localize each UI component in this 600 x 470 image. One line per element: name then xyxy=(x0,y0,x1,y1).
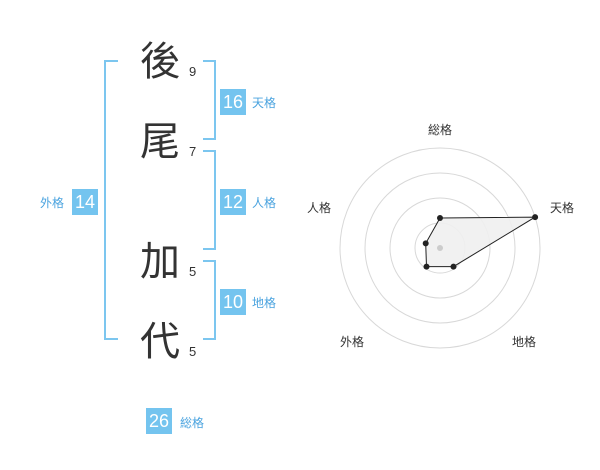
name-char-1: 後 xyxy=(140,39,180,85)
radar-ring xyxy=(389,197,491,299)
chikaku-label: 地格 xyxy=(252,296,277,310)
jinkaku-label: 人格 xyxy=(252,196,277,210)
stroke-count-4: 5 xyxy=(189,344,197,359)
radar-center xyxy=(437,245,443,251)
radar-rings xyxy=(339,147,541,349)
axis-label-soukaku: 総格 xyxy=(428,122,452,137)
name-char-4: 代 xyxy=(140,319,180,365)
tenkaku-bracket xyxy=(203,60,216,140)
jinkaku-value: 12 xyxy=(220,189,246,215)
name-char-2: 尾 xyxy=(140,119,180,165)
soukaku-value: 26 xyxy=(146,408,172,434)
tenkaku-label: 天格 xyxy=(252,96,277,110)
axis-label-gaikaku: 外格 xyxy=(340,334,364,349)
radar-point xyxy=(423,263,430,270)
radar-point xyxy=(422,240,429,247)
radar-points xyxy=(422,214,539,270)
gaikaku-bracket xyxy=(104,60,118,340)
stroke-count-1: 9 xyxy=(189,64,197,79)
radar-point xyxy=(437,215,443,221)
soukaku-label: 総格 xyxy=(180,416,205,430)
stroke-count-2: 7 xyxy=(189,144,197,159)
radar-point xyxy=(532,214,539,221)
radar-ring xyxy=(339,147,541,349)
gaikaku-value: 14 xyxy=(72,189,98,215)
gaikaku-label: 外格 xyxy=(40,196,65,210)
radar-point xyxy=(450,263,457,270)
axis-label-tenkaku: 天格 xyxy=(550,200,574,215)
radar-chart: 総格 天格 地格 外格 人格 xyxy=(307,122,574,349)
axis-label-jinkaku: 人格 xyxy=(307,200,331,215)
axis-label-chikaku: 地格 xyxy=(512,334,536,349)
radar-ring xyxy=(364,172,516,324)
chikaku-bracket xyxy=(203,260,216,340)
name-char-3: 加 xyxy=(140,239,180,285)
stroke-count-3: 5 xyxy=(189,264,197,279)
radar-area xyxy=(425,216,537,268)
chikaku-value: 10 xyxy=(220,289,246,315)
tenkaku-value: 16 xyxy=(220,89,246,115)
jinkaku-bracket xyxy=(203,150,216,250)
